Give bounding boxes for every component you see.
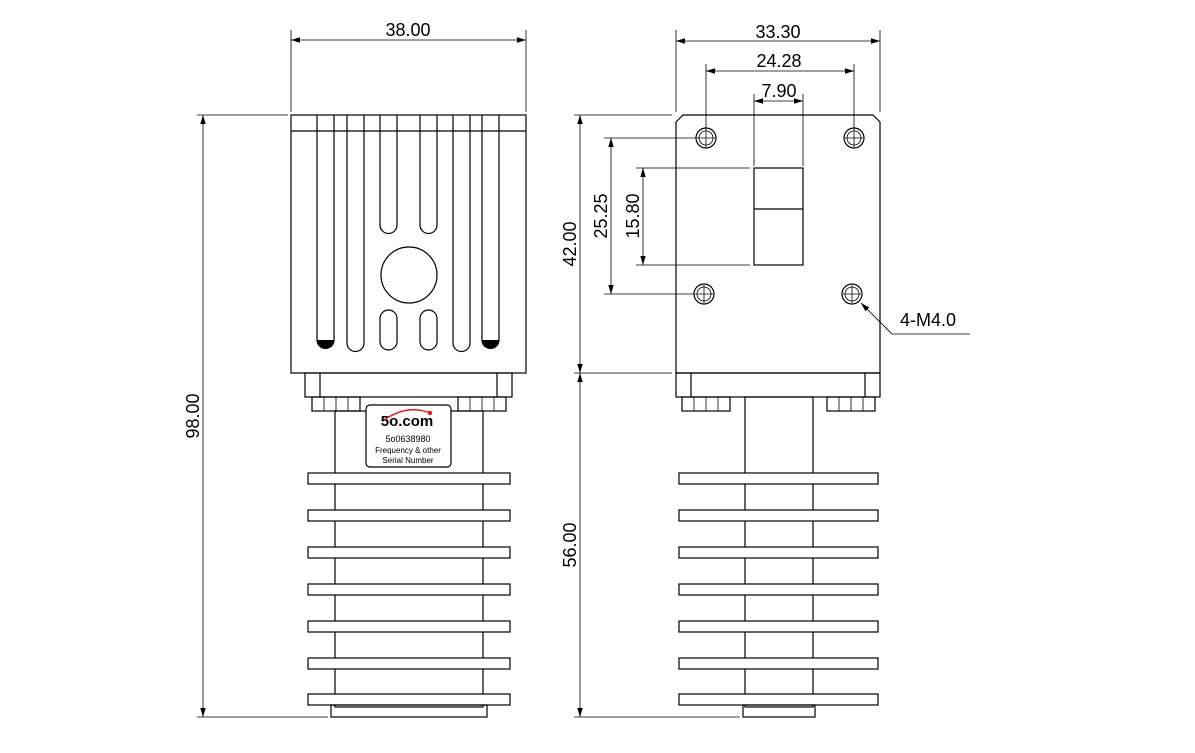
fin-slot-fill xyxy=(482,340,499,349)
dim-total-height: 98.00 xyxy=(183,114,328,718)
dim-port-width-label: 7.90 xyxy=(761,81,796,101)
dim-front-width: 38.00 xyxy=(290,20,527,112)
fin-slot xyxy=(379,115,398,235)
fin-slot xyxy=(316,115,335,350)
holes-callout-label: 4-M4.0 xyxy=(900,310,956,330)
dim-hole-vertical-spacing-label: 25.25 xyxy=(591,193,611,238)
dim-port-height-label: 15.80 xyxy=(623,193,643,238)
dim-hole-spacing: 24.28 xyxy=(705,51,855,130)
label-line2: Serial Number xyxy=(382,456,433,465)
dim-front-width-label: 38.00 xyxy=(385,20,430,40)
side-port xyxy=(753,167,804,266)
holes-callout: 4-M4.0 xyxy=(860,302,970,335)
dim-side-width: 33.30 xyxy=(675,22,881,112)
front-connector-flange xyxy=(304,372,513,398)
dim-head-height: 42.00 xyxy=(560,114,672,374)
side-mounting-plate xyxy=(675,114,881,374)
cooling-fin xyxy=(307,620,511,633)
dim-port-width: 7.90 xyxy=(753,81,804,166)
cooling-fin xyxy=(307,472,511,485)
front-base xyxy=(330,704,488,718)
side-cooling-fins xyxy=(678,472,879,706)
front-view: 5o.com 5o0638980 Frequency & other Seria… xyxy=(290,114,527,718)
fin-slot xyxy=(346,115,365,353)
cooling-fin xyxy=(307,583,511,596)
side-base xyxy=(742,704,816,718)
dim-total-height-label: 98.00 xyxy=(183,393,203,438)
fin-slot xyxy=(452,115,471,353)
cooling-fin xyxy=(678,472,879,485)
cooling-fin xyxy=(678,657,879,670)
mounting-hole xyxy=(693,283,715,305)
label-brand: 5o.com xyxy=(381,413,434,430)
side-view xyxy=(675,114,881,718)
front-heatsink-body xyxy=(290,114,527,374)
dim-hole-vertical-spacing: 25.25 xyxy=(591,137,696,295)
cooling-fin xyxy=(307,509,511,522)
product-label: 5o.com 5o0638980 Frequency & other Seria… xyxy=(365,404,452,468)
cooling-fin xyxy=(307,693,511,706)
cooling-fin xyxy=(678,583,879,596)
cooling-fin xyxy=(678,620,879,633)
side-connector-flange xyxy=(675,372,881,398)
dim-body-height-label: 56.00 xyxy=(560,522,580,567)
mounting-hole xyxy=(843,127,865,149)
dim-port-height: 15.80 xyxy=(623,167,750,266)
label-logo-dot xyxy=(427,410,433,416)
dim-body-height: 56.00 xyxy=(560,373,740,718)
mounting-hole xyxy=(841,283,863,305)
front-fin-slots xyxy=(316,115,500,353)
mounting-hole xyxy=(695,127,717,149)
front-center-bore xyxy=(380,246,438,304)
fin-slot-lower xyxy=(379,309,398,351)
label-logo-swoosh xyxy=(383,409,431,421)
fin-slot-lower xyxy=(419,309,438,351)
cooling-fin xyxy=(678,546,879,559)
front-cooling-fins xyxy=(307,472,511,706)
fin-slot-fill xyxy=(317,340,334,349)
dim-head-height-label: 42.00 xyxy=(560,221,580,266)
dim-side-width-label: 33.30 xyxy=(755,22,800,42)
fin-slot xyxy=(419,115,438,235)
label-serial: 5o0638980 xyxy=(385,434,430,444)
dim-hole-spacing-label: 24.28 xyxy=(756,51,801,71)
label-line1: Frequency & other xyxy=(375,446,441,455)
cooling-fin xyxy=(678,509,879,522)
cooling-fin xyxy=(307,657,511,670)
side-mounting-holes xyxy=(693,127,865,305)
cooling-fin xyxy=(678,693,879,706)
cooling-fin xyxy=(307,546,511,559)
fin-slot xyxy=(481,115,500,350)
